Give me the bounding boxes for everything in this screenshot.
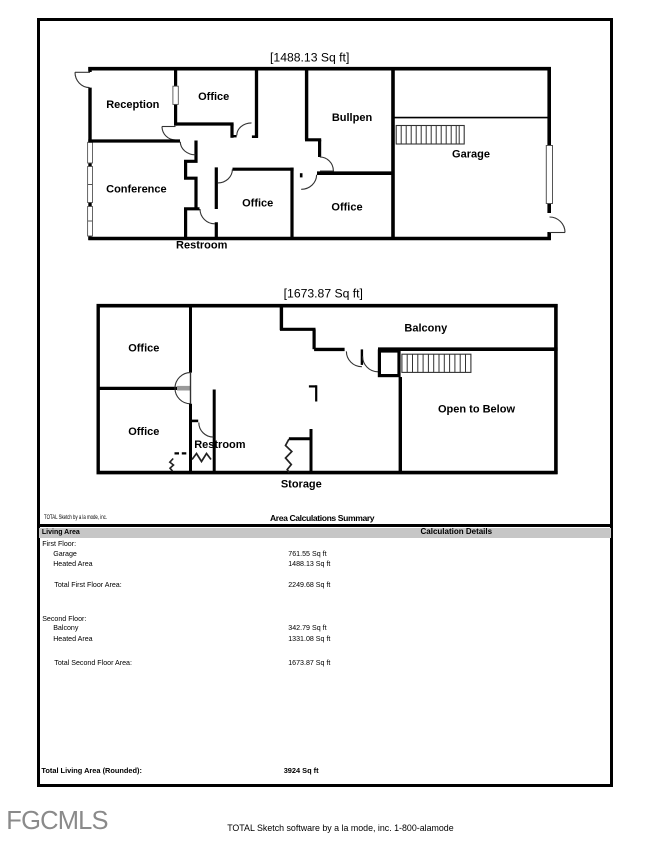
svg-text:Restroom: Restroom	[176, 240, 228, 252]
svg-text:Restroom: Restroom	[194, 439, 246, 451]
svg-text:[1673.87 Sq ft]: [1673.87 Sq ft]	[284, 286, 363, 300]
svg-text:Bullpen: Bullpen	[332, 112, 373, 124]
svg-text:Balcony: Balcony	[404, 322, 448, 334]
svg-text:[1488.13 Sq ft]: [1488.13 Sq ft]	[270, 51, 349, 65]
svg-text:Garage: Garage	[452, 148, 490, 160]
svg-text:Reception: Reception	[106, 99, 159, 111]
svg-text:Storage: Storage	[281, 479, 322, 491]
svg-text:Conference: Conference	[106, 183, 167, 195]
svg-text:Office: Office	[331, 201, 362, 213]
svg-text:Office: Office	[242, 198, 273, 210]
svg-text:Open to Below: Open to Below	[438, 404, 515, 416]
svg-text:Office: Office	[128, 426, 159, 438]
svg-text:Office: Office	[198, 91, 229, 103]
svg-text:Office: Office	[128, 342, 159, 354]
